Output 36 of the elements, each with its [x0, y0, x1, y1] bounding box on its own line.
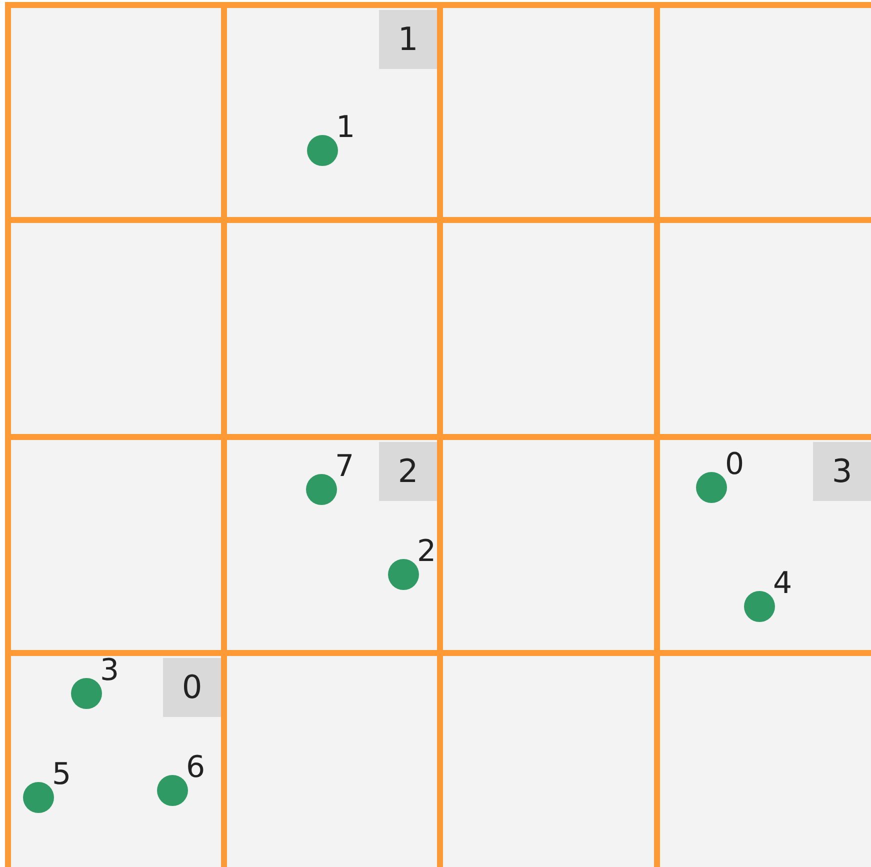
point-marker — [156, 774, 188, 806]
cell-index-tag: 3 — [813, 442, 871, 501]
point-marker — [744, 590, 774, 622]
point-label: 3 — [100, 655, 120, 687]
grid-cell — [5, 653, 224, 867]
grid-cell — [224, 437, 440, 653]
point-label: 0 — [725, 449, 744, 481]
point-label: 1 — [336, 112, 356, 144]
grid-cell — [5, 2, 224, 220]
point-label: 7 — [335, 451, 354, 483]
point-marker — [22, 782, 54, 812]
cell-index-tag: 1 — [379, 10, 437, 69]
grid-cell — [440, 2, 657, 220]
grid-cell — [224, 220, 440, 437]
grid-cell — [440, 437, 657, 653]
point-marker — [388, 558, 418, 590]
cell-index-tag: 2 — [379, 442, 437, 501]
grid-cell — [657, 437, 871, 653]
grid-cell — [440, 653, 657, 867]
grid-cell — [657, 2, 871, 220]
grid-cell — [224, 2, 440, 220]
point-label: 6 — [186, 752, 206, 784]
point-marker — [306, 134, 338, 166]
grid-cell — [5, 220, 224, 437]
point-marker — [306, 474, 336, 504]
grid-cell — [5, 437, 224, 653]
point-label: 2 — [417, 536, 436, 568]
point-label: 5 — [52, 759, 72, 791]
grid-cell — [224, 653, 440, 867]
point-marker — [696, 472, 726, 502]
cell-index-tag: 0 — [163, 658, 221, 717]
grid-cell — [657, 653, 871, 867]
point-marker — [70, 678, 102, 708]
point-label: 4 — [773, 568, 792, 600]
grid-cell — [440, 220, 657, 437]
grid-cell — [657, 220, 871, 437]
